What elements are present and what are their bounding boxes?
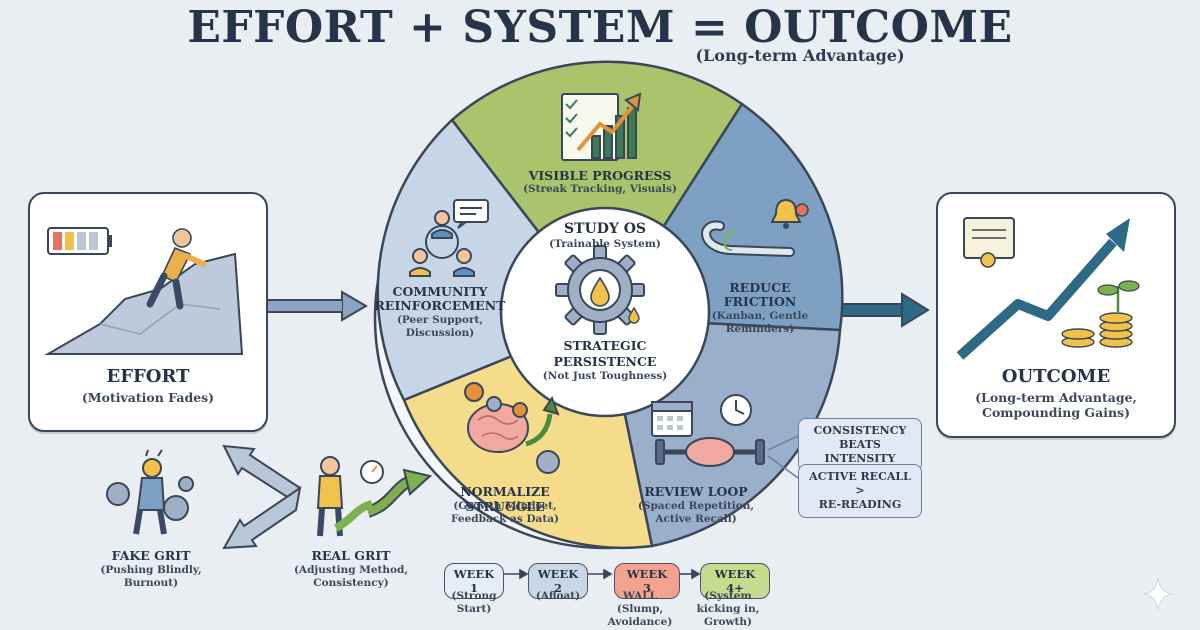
outcome-subtitle-line1: (Long-term Advantage,: [975, 390, 1137, 405]
page-title: EFFORT + SYSTEM = OUTCOME: [187, 2, 1013, 53]
outcome-illustration: [956, 217, 1140, 360]
low-battery-icon: [47, 227, 112, 255]
reduce-friction-title-2: FRICTION: [723, 294, 797, 309]
tip-consistency-line2: BEATS INTENSITY: [824, 438, 896, 465]
climber-figure: [146, 228, 207, 310]
week-4-sub-1: (System: [704, 590, 752, 602]
calendar-clock-icon: [651, 394, 765, 467]
community-people-icon: [409, 199, 489, 277]
effort-illustration: [44, 227, 244, 355]
persistence-subtitle: (Not Just Toughness): [542, 370, 668, 382]
fake-grit-sub-1: (Pushing Blindly,: [100, 564, 202, 576]
visible-progress-subtitle: (Streak Tracking, Visuals): [523, 183, 677, 195]
sparkle-icon: [1143, 577, 1173, 611]
outcome-subtitle-line2: Compounding Gains): [982, 405, 1130, 420]
gear-icon: [555, 245, 645, 335]
week-2-pill: WEEK 2: [528, 563, 588, 599]
sprout-icon: [1097, 280, 1140, 312]
review-loop-sub-2: Active Recall): [655, 513, 737, 525]
real-grit-sub-2: Consistency): [313, 577, 389, 589]
community-title-2: REINFORCEMENT: [374, 298, 506, 313]
persistence-line2: PERSISTENCE: [553, 354, 657, 369]
effort-subtitle: (Motivation Fades): [81, 390, 215, 405]
week-3-sub-2: (Slump,: [616, 603, 664, 615]
fake-grit-sub-2: Burnout): [123, 577, 179, 589]
certificate-icon: [963, 217, 1015, 268]
fake-grit-figure: [106, 449, 194, 535]
study-os-subtitle: (Trainable System): [549, 238, 661, 250]
community-title-1: COMMUNITY: [392, 284, 488, 299]
tip-active-recall: ACTIVE RECALL > RE-READING: [798, 464, 922, 518]
tip-consistency: CONSISTENCY BEATS INTENSITY: [798, 418, 922, 472]
progress-chart-icon: [561, 92, 642, 161]
community-sub-2: Discussion): [405, 327, 475, 339]
tip-consistency-line1: CONSISTENCY: [813, 424, 907, 437]
outcome-card: OUTCOME (Long-term Advantage, Compoundin…: [936, 192, 1176, 438]
real-grit-title: REAL GRIT: [311, 548, 391, 563]
normalize-struggle-sub-2: Feedback as Data): [451, 513, 559, 525]
week-3-sub-3: Avoidance): [607, 616, 673, 628]
effort-card: EFFORT (Motivation Fades): [28, 192, 268, 432]
normalize-struggle-sub-1: (Growth Mindset,: [453, 500, 557, 512]
page-subtitle: (Long-term Advantage): [695, 46, 905, 65]
brain-gears-icon: [464, 382, 560, 474]
week-1-sub-1: (Strong: [451, 590, 497, 602]
week-2-sub-1: (Afloat): [535, 590, 581, 602]
segment-visible-progress: [450, 60, 744, 320]
week-3-pill: WEEK 3: [614, 563, 680, 599]
real-grit-sub-1: (Adjusting Method,: [293, 564, 409, 576]
reduce-friction-sub-2: Reminders): [725, 323, 795, 335]
outcome-title: OUTCOME: [1001, 366, 1111, 387]
study-os-title: STUDY OS: [563, 221, 647, 237]
week-1-sub-2: Start): [456, 603, 492, 615]
normalize-struggle-title: NORMALIZE STRUGGLE: [460, 484, 550, 514]
review-loop-title: REVIEW LOOP: [644, 484, 748, 499]
tip-recall-line1: ACTIVE RECALL >: [809, 470, 911, 497]
reduce-friction-sub-1: (Kanban, Gentle: [711, 310, 809, 322]
week-4-sub-3: Growth): [704, 616, 752, 628]
persistence-line1: STRATEGIC: [563, 338, 647, 353]
visible-progress-title: VISIBLE PROGRESS: [528, 168, 672, 183]
fake-grit-title: FAKE GRIT: [111, 548, 191, 563]
fork-arrows: [222, 444, 302, 550]
week-1-pill: WEEK 1: [444, 563, 504, 599]
reduce-friction-title-1: REDUCE: [729, 280, 791, 295]
real-grit-figure: [316, 456, 384, 537]
community-sub-1: (Peer Support,: [396, 314, 484, 326]
week-3-sub-1: WALL: [622, 590, 658, 602]
coin-stack-icon: [1061, 312, 1133, 348]
review-loop-sub-1: (Spaced Repetition,: [637, 500, 755, 512]
tip-recall-line2: RE-READING: [818, 498, 902, 511]
road-bell-icon: [701, 198, 809, 257]
week-4-pill: WEEK 4+: [700, 563, 770, 599]
effort-title: EFFORT: [106, 366, 190, 387]
week-4-sub-2: kicking in,: [696, 603, 760, 615]
